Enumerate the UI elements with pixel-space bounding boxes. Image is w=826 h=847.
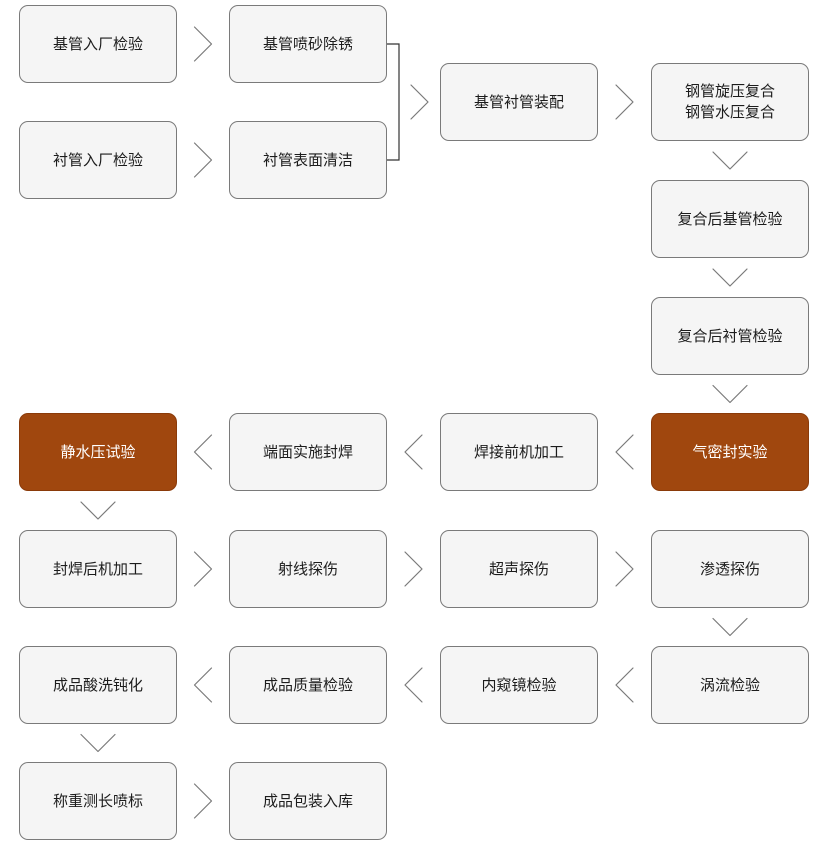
arrow-n5-to-n6 bbox=[615, 84, 634, 120]
node-radiographic-testing: 射线探伤 bbox=[229, 530, 387, 608]
node-penetrant-testing: 渗透探伤 bbox=[651, 530, 809, 608]
arrow-n12-to-n13 bbox=[80, 501, 116, 520]
arrow-n21-to-n22 bbox=[193, 783, 213, 819]
arrow-n20-to-n21 bbox=[80, 733, 116, 753]
arrow-n11-to-n12 bbox=[193, 434, 213, 470]
node-endoscope-inspection: 内窥镜检验 bbox=[440, 646, 598, 724]
arrow-n3-to-n4 bbox=[193, 142, 213, 178]
node-packaging-storage: 成品包装入库 bbox=[229, 762, 387, 840]
merge-bracket bbox=[387, 43, 400, 161]
node-eddy-current-testing: 涡流检验 bbox=[651, 646, 809, 724]
node-liner-inspection: 衬管入厂检验 bbox=[19, 121, 177, 199]
node-post-composite-base-inspection: 复合后基管检验 bbox=[651, 180, 809, 258]
node-base-liner-assembly: 基管衬管装配 bbox=[440, 63, 598, 141]
arrow-n7-to-n8 bbox=[712, 268, 748, 287]
node-base-pipe-sandblasting: 基管喷砂除锈 bbox=[229, 5, 387, 83]
node-spin-hydro-compounding: 钢管旋压复合 钢管水压复合 bbox=[651, 63, 809, 141]
arrow-n6-to-n7 bbox=[712, 151, 748, 170]
node-final-quality-inspection: 成品质量检验 bbox=[229, 646, 387, 724]
arrow-n15-to-n16 bbox=[615, 551, 634, 587]
arrow-n9-to-n10 bbox=[615, 434, 634, 470]
arrow-n13-to-n14 bbox=[193, 551, 213, 587]
node-post-composite-liner-inspection: 复合后衬管检验 bbox=[651, 297, 809, 375]
node-hydrostatic-test: 静水压试验 bbox=[19, 413, 177, 491]
node-airtight-test: 气密封实验 bbox=[651, 413, 809, 491]
node-pickling-passivation: 成品酸洗钝化 bbox=[19, 646, 177, 724]
node-base-pipe-inspection: 基管入厂检验 bbox=[19, 5, 177, 83]
arrow-n8-to-n9 bbox=[712, 384, 748, 404]
arrow-n1-to-n2 bbox=[193, 26, 213, 62]
arrow-n14-to-n15 bbox=[404, 551, 423, 587]
node-post-weld-machining: 封焊后机加工 bbox=[19, 530, 177, 608]
arrow-n17-to-n18 bbox=[615, 667, 634, 703]
arrow-n18-to-n19 bbox=[404, 667, 423, 703]
arrow-n16-to-n17 bbox=[712, 617, 748, 637]
arrow-n10-to-n11 bbox=[404, 434, 423, 470]
arrow-n19-to-n20 bbox=[193, 667, 213, 703]
node-pre-weld-machining: 焊接前机加工 bbox=[440, 413, 598, 491]
node-weigh-measure-mark: 称重测长喷标 bbox=[19, 762, 177, 840]
node-end-seal-welding: 端面实施封焊 bbox=[229, 413, 387, 491]
node-ultrasonic-testing: 超声探伤 bbox=[440, 530, 598, 608]
arrow-merge-to-n5 bbox=[410, 84, 429, 120]
node-liner-surface-cleaning: 衬管表面清洁 bbox=[229, 121, 387, 199]
